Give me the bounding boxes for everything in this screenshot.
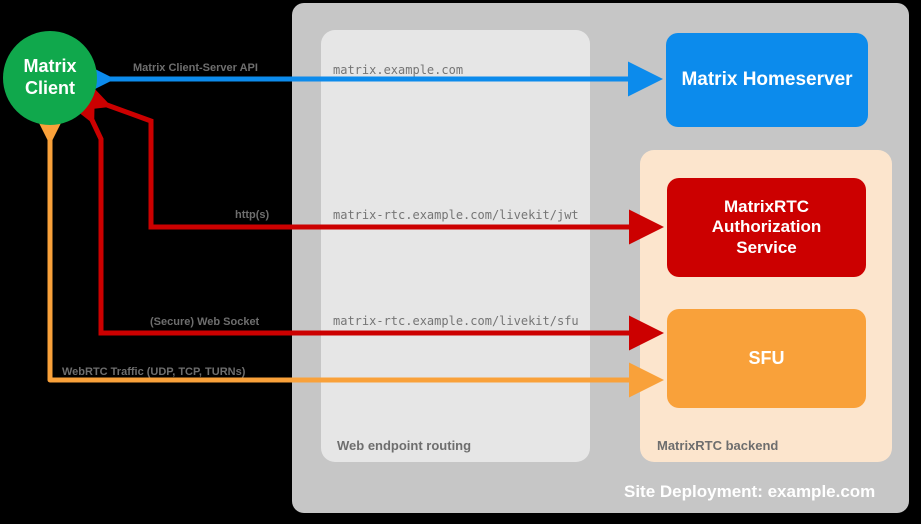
endpoint-matrix-example-com: matrix.example.com [333,63,464,77]
node-matrix-client[interactable]: Matrix Client [3,31,97,125]
edge-label-https: http(s) [235,209,270,221]
edge-label-webrtc-traffic: WebRTC Traffic (UDP, TCP, TURNs) [62,366,246,378]
matrixrtc-backend-label: MatrixRTC backend [657,438,779,453]
endpoint-livekit-jwt: matrix-rtc.example.com/livekit/jwt [333,208,579,222]
node-sfu[interactable]: SFU [667,309,866,408]
web-endpoint-routing-label: Web endpoint routing [337,438,472,453]
auth-service-label-line1: MatrixRTC [723,197,809,217]
endpoint-livekit-sfu: matrix-rtc.example.com/livekit/sfu [333,314,579,328]
site-deployment-title: Site Deployment: example.com [624,482,876,501]
web-endpoint-routing-container [321,30,590,462]
homeserver-label: Matrix Homeserver [681,68,853,90]
sfu-label: SFU [748,347,785,368]
auth-service-label-line3: Service [736,237,797,257]
node-matrixrtc-authorization-service[interactable]: MatrixRTC Authorization Service [667,178,866,277]
matrix-client-label-line1: Matrix [23,56,77,77]
edge-label-secure-websocket: (Secure) Web Socket [150,316,260,328]
auth-service-label-line2: Authorization [711,217,822,237]
edge-label-client-server-api: Matrix Client-Server API [133,62,258,74]
node-matrix-homeserver[interactable]: Matrix Homeserver [666,33,868,127]
matrix-client-label-line2: Client [24,78,75,98]
